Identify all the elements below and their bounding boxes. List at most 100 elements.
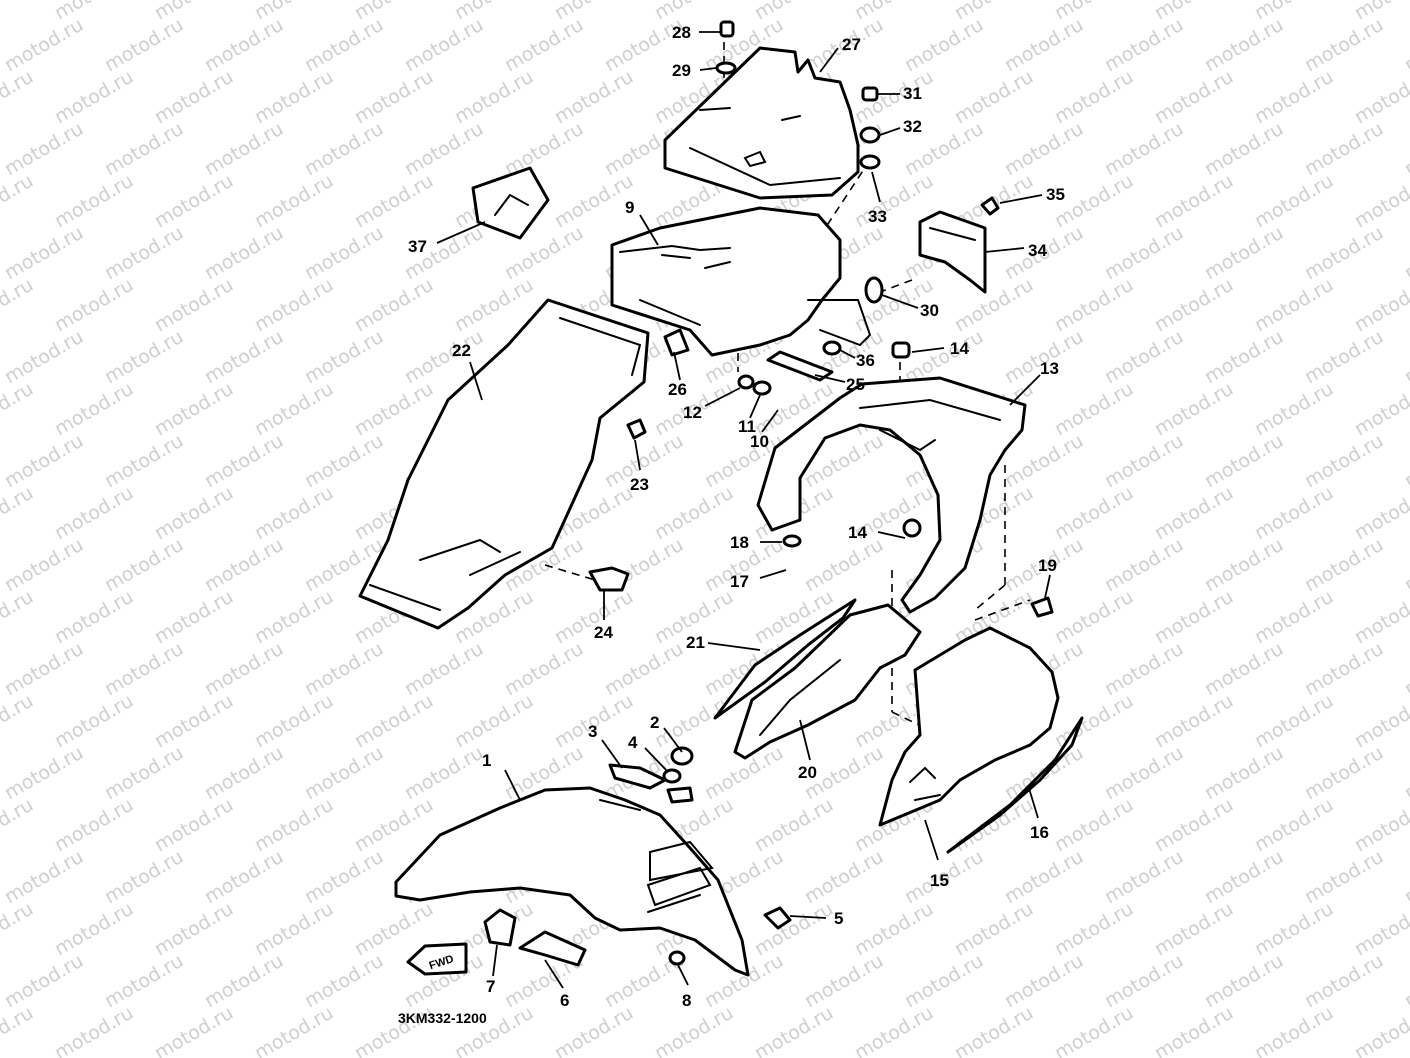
- watermark-text: motod.ru: [251, 482, 337, 545]
- callout-3: 3: [588, 722, 597, 741]
- watermark-text: motod.ru: [0, 898, 37, 961]
- watermark-text: motod.ru: [1201, 534, 1287, 597]
- watermark-text: motod.ru: [1401, 950, 1410, 1013]
- callout-4: 4: [628, 733, 638, 752]
- watermark-text: motod.ru: [1301, 638, 1387, 701]
- callout-37: 37: [408, 237, 427, 256]
- watermark-text: motod.ru: [151, 274, 237, 337]
- watermark-text: motod.ru: [251, 794, 337, 857]
- watermark-text: motod.ru: [1151, 378, 1237, 441]
- watermark-text: motod.ru: [1301, 326, 1387, 389]
- watermark-text: motod.ru: [1201, 742, 1287, 805]
- watermark-text: motod.ru: [1401, 638, 1410, 701]
- watermark-text: motod.ru: [101, 326, 187, 389]
- watermark-text: motod.ru: [951, 794, 1037, 857]
- watermark-text: motod.ru: [1001, 950, 1087, 1013]
- watermark-text: motod.ru: [1201, 326, 1287, 389]
- watermark-text: motod.ru: [1151, 794, 1237, 857]
- callout-26: 26: [668, 380, 687, 399]
- watermark-text: motod.ru: [601, 638, 687, 701]
- watermark-text: motod.ru: [1051, 1002, 1137, 1058]
- watermark-text: motod.ru: [1301, 846, 1387, 909]
- watermark-text: motod.ru: [1251, 898, 1337, 961]
- callout-15: 15: [930, 871, 949, 890]
- watermark-text: motod.ru: [401, 14, 487, 77]
- watermark-text: motod.ru: [1151, 66, 1237, 129]
- callout-36: 36: [856, 351, 875, 370]
- watermark-text: motod.ru: [1201, 118, 1287, 181]
- watermark-text: motod.ru: [0, 0, 37, 24]
- watermark-text: motod.ru: [1001, 14, 1087, 77]
- watermark-text: motod.ru: [1151, 898, 1237, 961]
- watermark-text: motod.ru: [0, 274, 37, 337]
- watermark-text: motod.ru: [1, 430, 87, 493]
- watermark-text: motod.ru: [1151, 482, 1237, 545]
- watermark-text: motod.ru: [1101, 222, 1187, 285]
- callout-13: 13: [1040, 359, 1059, 378]
- watermark-text: motod.ru: [101, 950, 187, 1013]
- watermark-text: motod.ru: [151, 794, 237, 857]
- callout-27: 27: [842, 35, 861, 54]
- watermark-text: motod.ru: [651, 482, 737, 545]
- callout-33: 33: [868, 207, 887, 226]
- callout-18: 18: [730, 533, 749, 552]
- watermark-text: motod.ru: [1, 846, 87, 909]
- watermark-text: motod.ru: [451, 66, 537, 129]
- watermark-text: motod.ru: [501, 638, 587, 701]
- watermark-text: motod.ru: [1051, 482, 1137, 545]
- watermark-text: motod.ru: [101, 742, 187, 805]
- watermark-text: motod.ru: [551, 690, 637, 753]
- watermark-text: motod.ru: [301, 222, 387, 285]
- watermark-text: motod.ru: [51, 274, 137, 337]
- watermark-text: motod.ru: [251, 170, 337, 233]
- watermark-text: motod.ru: [1351, 170, 1410, 233]
- callout-8: 8: [682, 991, 691, 1010]
- watermark-text: motod.ru: [0, 170, 37, 233]
- watermark-text: motod.ru: [1201, 950, 1287, 1013]
- part-9-rear-cowl: [610, 206, 872, 357]
- watermark-text: motod.ru: [1201, 222, 1287, 285]
- watermark-text: motod.ru: [1401, 742, 1410, 805]
- watermark-text: motod.ru: [51, 378, 137, 441]
- watermark-text: motod.ru: [1051, 378, 1137, 441]
- watermark-text: motod.ru: [651, 1002, 737, 1058]
- part-37-pad: [471, 166, 550, 240]
- watermark-text: motod.ru: [1201, 430, 1287, 493]
- watermark-text: motod.ru: [0, 690, 37, 753]
- watermark-text: motod.ru: [201, 118, 287, 181]
- part-27-upper-bracket: [663, 46, 860, 200]
- callout-14b: 14: [848, 523, 867, 542]
- callout-22: 22: [452, 341, 471, 360]
- callout-10: 10: [750, 432, 769, 451]
- watermark-text: motod.ru: [1301, 222, 1387, 285]
- watermark-text: motod.ru: [1051, 898, 1137, 961]
- watermark-text: motod.ru: [301, 326, 387, 389]
- watermark-text: motod.ru: [301, 742, 387, 805]
- watermark-text: motod.ru: [401, 742, 487, 805]
- watermark-text: motod.ru: [1151, 170, 1237, 233]
- watermark-text: motod.ru: [51, 794, 137, 857]
- watermark-text: motod.ru: [201, 742, 287, 805]
- watermark-text: motod.ru: [201, 638, 287, 701]
- watermark-text: motod.ru: [251, 274, 337, 337]
- watermark-text: motod.ru: [1401, 534, 1410, 597]
- watermark-text: motod.ru: [301, 430, 387, 493]
- watermark-text: motod.ru: [201, 430, 287, 493]
- callout-14a: 14: [950, 339, 969, 358]
- callout-6: 6: [560, 991, 569, 1010]
- watermark-text: motod.ru: [151, 378, 237, 441]
- watermark-text: motod.ru: [0, 66, 37, 129]
- watermark-text: motod.ru: [1301, 742, 1387, 805]
- callout-29: 29: [672, 61, 691, 80]
- callout-19: 19: [1038, 556, 1057, 575]
- watermark-text: motod.ru: [101, 14, 187, 77]
- watermark-text: motod.ru: [1101, 638, 1187, 701]
- callout-30: 30: [920, 301, 939, 320]
- watermark-text: motod.ru: [401, 638, 487, 701]
- watermark-text: motod.ru: [351, 274, 437, 337]
- watermark-text: motod.ru: [1051, 66, 1137, 129]
- callout-23: 23: [630, 475, 649, 494]
- watermark-text: motod.ru: [1251, 170, 1337, 233]
- callout-35: 35: [1046, 185, 1065, 204]
- watermark-text: motod.ru: [201, 950, 287, 1013]
